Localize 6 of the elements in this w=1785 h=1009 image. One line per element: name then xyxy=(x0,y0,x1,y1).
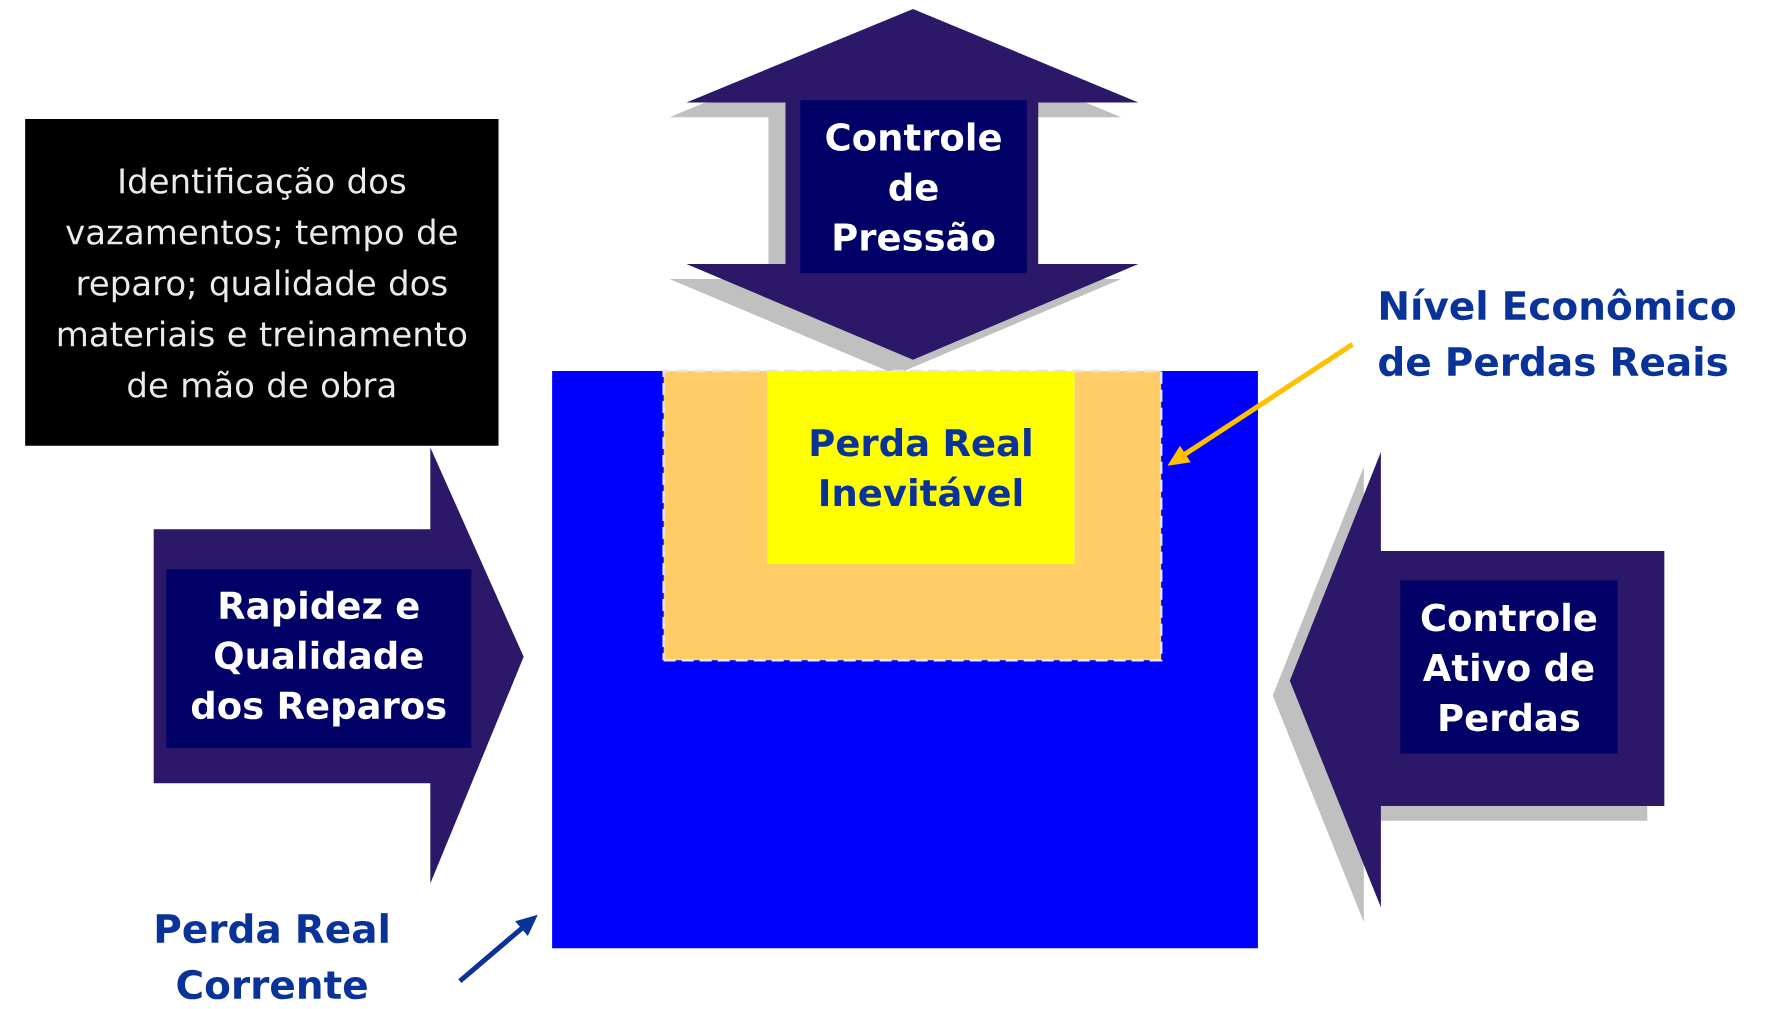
annotation-text: Nível Econômico de Perdas Reais xyxy=(1379,288,1736,377)
loss-box: Perda Real Inevitável xyxy=(767,371,1075,564)
arrow-block: Rapidez e Qualidade dos Reparos xyxy=(153,447,524,884)
text-box: Identificação dos vazamentos; tempo de reparo; qualidade dos materiais e treinamento de mão de obra xyxy=(25,119,499,446)
arrow-block: Controle Ativo de Perdas xyxy=(1272,452,1665,923)
annotation-text: Perda Real Corrente xyxy=(156,913,388,1000)
